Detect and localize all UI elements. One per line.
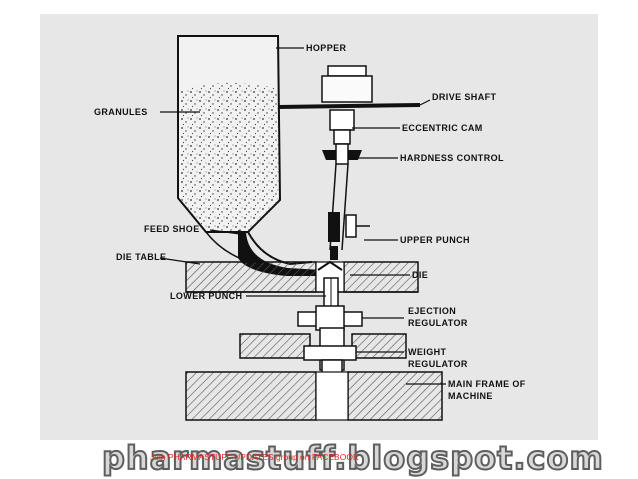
upper-punch xyxy=(328,163,370,260)
die-table xyxy=(185,260,419,293)
lower-punch xyxy=(323,277,339,311)
ejection-regulator xyxy=(297,305,363,331)
label-hardness-control: HARDNESS CONTROL xyxy=(400,153,504,163)
eccentric-cam xyxy=(322,129,362,165)
label-lower-punch: LOWER PUNCH xyxy=(170,291,242,301)
label-die-table: DIE TABLE xyxy=(116,252,166,262)
label-die: DIE xyxy=(412,270,428,280)
label-ejection: EJECTION xyxy=(408,306,456,316)
leader-lines xyxy=(159,47,446,385)
label-upper-punch: UPPER PUNCH xyxy=(400,235,470,245)
main-frame xyxy=(185,371,443,421)
label-main-frame: MAIN FRAME OF xyxy=(448,379,526,389)
label-ejection-regulator: REGULATOR xyxy=(408,318,468,328)
join-facebook-link[interactable]: Join PHARMASTUFF UPDATES group on FACEBO… xyxy=(150,452,359,462)
label-drive-shaft: DRIVE SHAFT xyxy=(432,92,497,102)
label-machine: MACHINE xyxy=(448,391,493,401)
label-weight-regulator: REGULATOR xyxy=(408,359,468,369)
label-feed-shoe: FEED SHOE xyxy=(144,224,200,234)
label-hopper: HOPPER xyxy=(306,43,347,53)
drive-shaft xyxy=(277,65,421,131)
label-weight: WEIGHT xyxy=(408,347,446,357)
blog-watermark: pharmastuff.blogspot.com xyxy=(101,438,604,478)
scanned-diagram-background: HOPPER GRANULES DRIVE SHAFT ECCENTRIC CA… xyxy=(40,14,598,440)
label-eccentric-cam: ECCENTRIC CAM xyxy=(402,123,483,133)
label-granules: GRANULES xyxy=(94,107,148,117)
tablet-press-diagram: HOPPER GRANULES DRIVE SHAFT ECCENTRIC CA… xyxy=(94,35,526,421)
